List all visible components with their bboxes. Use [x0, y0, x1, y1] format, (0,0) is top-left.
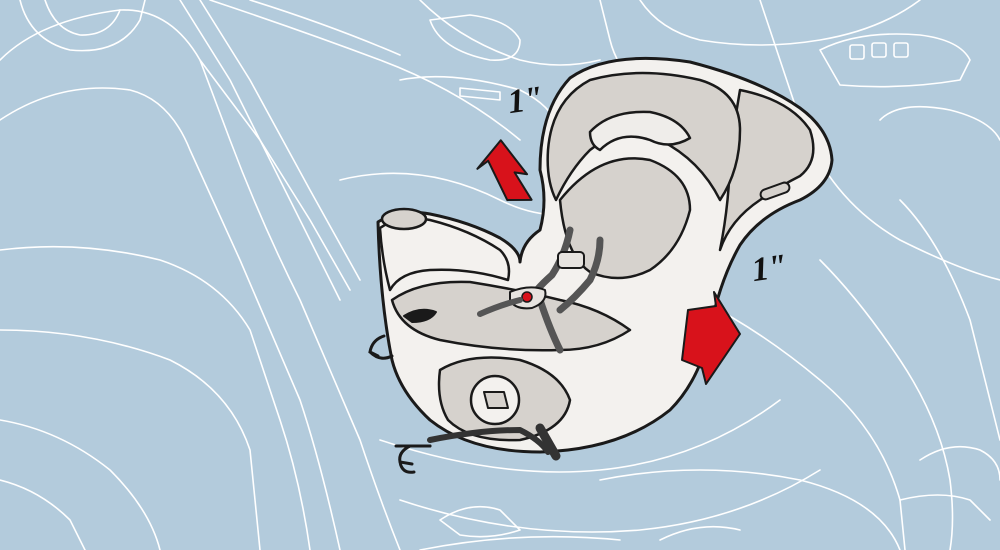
left-front-seat-inner: [0, 87, 341, 550]
bench-seat-base: [419, 535, 621, 550]
right-door-lower: [919, 445, 1000, 481]
left-headrest-inner: [44, 0, 121, 36]
harness-strap-right: [556, 236, 604, 314]
left-headrest: [19, 0, 146, 52]
direction-arrows: [476, 139, 741, 385]
right-seat-side: [899, 199, 1000, 441]
rear-door-window: [419, 0, 601, 66]
car-seat-cushion: [390, 280, 632, 352]
bench-seat-lower: [399, 469, 821, 533]
latch-connectors: [368, 334, 432, 474]
lower-anchor-strap: [427, 427, 551, 455]
child-car-seat: [376, 56, 834, 461]
left-door-panel: [0, 419, 161, 550]
vehicle-belt-strap: [477, 297, 523, 317]
latch-hook-upper: [368, 334, 394, 360]
car-seat-cupholder: [380, 207, 428, 231]
chest-clip: [557, 251, 585, 269]
door-trim-lower: [639, 0, 921, 46]
right-door-pocket: [879, 105, 1000, 141]
b-pillar-line-2: [199, 0, 361, 281]
bench-seat-front: [379, 399, 781, 473]
seatbelt-strap-line: [199, 59, 351, 291]
floor-line-1: [599, 469, 901, 550]
car-seat-headrest: [546, 71, 742, 202]
wing-handle: [759, 181, 791, 201]
harness-crotch-strap: [536, 296, 564, 354]
door-handle-housing: [429, 14, 521, 61]
b-pillar-line-1: [179, 0, 341, 301]
door-pull: [459, 87, 501, 101]
belt-slot: [403, 308, 437, 323]
lower-anchor-strap-tail: [535, 423, 561, 461]
left-seat-bolster: [0, 329, 261, 550]
bottom-gap-measurement-label: 1": [749, 247, 789, 290]
right-seat-cushion: [699, 299, 906, 550]
window-switch-1: [849, 44, 865, 60]
left-seat-cushion: [0, 245, 311, 550]
floor-line-3: [659, 525, 741, 541]
car-seat-headrest-pillow: [588, 110, 692, 152]
arrow-down-right: [681, 291, 741, 385]
car-seat-left-armrest: [378, 217, 511, 292]
left-door-lower: [0, 479, 86, 550]
rear-window-frame: [209, 0, 521, 141]
buckle-release-button: [521, 291, 533, 303]
right-seat-edge: [819, 259, 954, 550]
window-switch-2: [871, 42, 887, 58]
rear-window-inner: [249, 0, 401, 56]
arrow-up-left: [476, 139, 533, 202]
right-door-outline: [759, 0, 1000, 281]
left-front-seat-outline: [0, 9, 401, 550]
recline-knob-grip: [483, 391, 509, 409]
right-door-lower-2: [899, 494, 991, 521]
floor-line-2: [439, 505, 521, 538]
top-gap-measurement-label: 1": [505, 79, 545, 122]
window-switch-3: [893, 42, 909, 58]
window-switch-panel: [819, 33, 971, 88]
